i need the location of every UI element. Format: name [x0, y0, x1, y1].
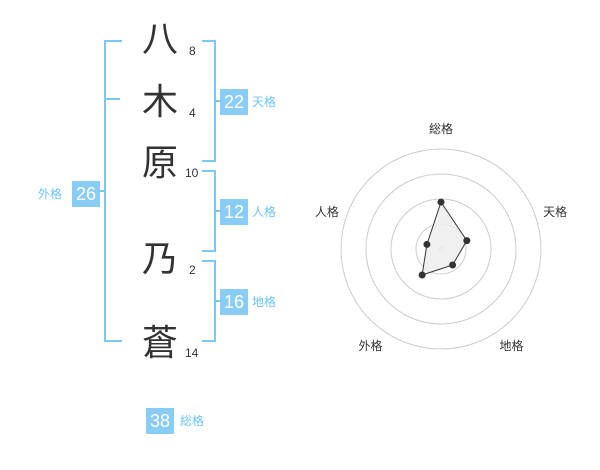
name-char-2: 木	[141, 82, 178, 123]
chikaku-bracket-pointer	[214, 300, 222, 302]
stroke-count-4: 2	[189, 263, 196, 277]
name-char-5: 蒼	[141, 323, 178, 364]
radar-axis-label-3: 外格	[358, 338, 382, 353]
tenkaku-label: 天格	[252, 95, 277, 109]
soukaku-value-badge: 38	[146, 408, 174, 434]
stroke-count-1: 8	[189, 44, 196, 58]
soukaku-label: 総格	[180, 414, 205, 428]
radar-axis-label-2: 地格	[500, 338, 524, 353]
name-char-1: 八	[141, 19, 178, 60]
radar-ring-3	[365, 173, 517, 325]
radar-point-0	[437, 198, 445, 206]
stroke-count-3: 10	[185, 166, 199, 180]
gaikaku-value-badge: 26	[72, 181, 100, 207]
radar-axis-label-4: 人格	[315, 204, 339, 219]
radar-point-4	[423, 240, 431, 248]
gaikaku-label: 外格	[38, 187, 63, 201]
radar-axis-label-1: 天格	[543, 204, 567, 219]
radar-series-polygon	[421, 200, 468, 276]
radar-ring-4	[340, 148, 542, 350]
chikaku-label: 地格	[252, 295, 277, 309]
radar-axis-label-0: 総格	[429, 121, 453, 136]
gaikaku-bracket-divider	[104, 98, 120, 100]
radar-point-1	[463, 237, 471, 245]
radar-point-3	[418, 271, 426, 279]
stroke-count-2: 4	[189, 106, 196, 120]
jinkaku-value-badge: 12	[220, 199, 248, 225]
stroke-count-5: 14	[185, 346, 199, 360]
gaikaku-bracket-pointer	[98, 190, 106, 192]
tenkaku-bracket-pointer	[214, 100, 222, 102]
tenkaku-value-badge: 22	[220, 89, 248, 115]
chikaku-value-badge: 16	[220, 289, 248, 315]
name-char-3: 原	[141, 143, 178, 184]
jinkaku-bracket-pointer	[214, 210, 222, 212]
radar-point-2	[449, 261, 457, 269]
jinkaku-label: 人格	[252, 205, 277, 219]
name-char-4: 乃	[141, 239, 178, 280]
